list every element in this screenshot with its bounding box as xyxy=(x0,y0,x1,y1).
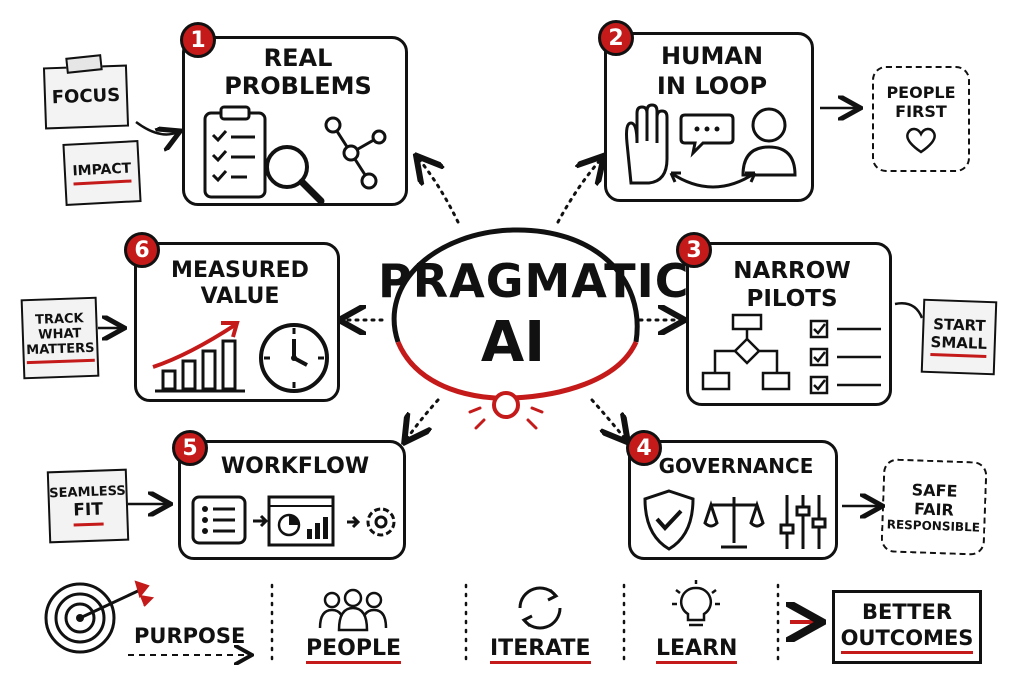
magnifier-icon xyxy=(265,145,325,205)
note-impact-text: IMPACT xyxy=(72,160,132,186)
outcomes-line2: OUTCOMES xyxy=(840,626,974,654)
exchange-arrows-icon xyxy=(669,171,757,189)
step-1-badge: 1 xyxy=(180,22,216,58)
step-3-title-1: NARROW xyxy=(733,258,851,284)
note-start-small: START SMALL xyxy=(920,298,998,376)
raised-hand-icon xyxy=(625,103,669,185)
step-real-problems: REAL PROBLEMS xyxy=(182,36,408,206)
step-5-title-1: WORKFLOW xyxy=(220,454,370,479)
better-outcomes-box: BETTER OUTCOMES xyxy=(832,590,982,664)
step-3-title-2: PILOTS xyxy=(746,286,838,312)
step-1-title-1: REAL xyxy=(263,44,333,72)
center-title-line1: PRAGMATIC xyxy=(378,254,690,308)
step-6-title-2: VALUE xyxy=(200,284,280,309)
lightbulb-icon xyxy=(672,580,720,627)
note-focus-text: FOCUS xyxy=(51,84,121,108)
step-4-badge: 4 xyxy=(626,430,662,466)
people-first-line2: FIRST xyxy=(895,102,947,121)
note-safe-fair-responsible: SAFE FAIR RESPONSIBLE xyxy=(880,458,988,556)
center-title-line2: AI xyxy=(480,310,546,375)
scales-icon xyxy=(703,497,765,549)
heart-icon xyxy=(906,127,936,154)
flowchart-icon xyxy=(701,313,791,391)
gear-icon xyxy=(347,507,396,537)
center-hub: PRAGMATIC AI xyxy=(378,222,690,430)
list-icon xyxy=(191,495,247,545)
network-nodes-icon xyxy=(324,116,387,190)
clock-icon xyxy=(259,323,329,393)
people-group-icon xyxy=(318,588,388,632)
learn-label: LEARN xyxy=(656,636,738,664)
safe-line3: RESPONSIBLE xyxy=(886,517,981,535)
people-label: PEOPLE xyxy=(306,636,402,664)
note-seamless-fit: SEAMLESS FIT xyxy=(46,468,130,544)
iterate-label: ITERATE xyxy=(490,636,591,664)
note-people-first: PEOPLE FIRST xyxy=(872,66,970,172)
safe-line1: SAFE xyxy=(911,479,958,501)
dashboard-icon xyxy=(253,495,335,547)
step-measured-value: MEASURED VALUE xyxy=(134,242,340,402)
safe-line2: FAIR xyxy=(913,499,955,520)
step-6-badge: 6 xyxy=(124,232,160,268)
cycle-arrows-icon xyxy=(518,586,562,630)
step-4-title-1: GOVERNANCE xyxy=(658,454,814,478)
sliders-icon xyxy=(779,495,827,549)
step-1-title-2: PROBLEMS xyxy=(224,72,372,100)
step-human-in-loop: HUMAN IN LOOP xyxy=(604,32,814,202)
purpose-label: PURPOSE xyxy=(134,624,246,648)
person-icon xyxy=(741,107,797,177)
step-3-badge: 3 xyxy=(676,232,712,268)
step-5-badge: 5 xyxy=(172,430,208,466)
step-2-title-2: IN LOOP xyxy=(656,72,768,100)
note-focus: FOCUS xyxy=(42,64,130,130)
step-narrow-pilots: NARROW PILOTS xyxy=(686,242,892,406)
outcomes-line1: BETTER xyxy=(862,600,952,625)
speech-bubble-icon xyxy=(679,113,735,158)
checklist-icon xyxy=(809,319,881,395)
seamless-line2: FIT xyxy=(73,500,104,527)
growth-chart-icon xyxy=(152,321,245,393)
track-line3: MATTERS xyxy=(26,341,95,365)
target-icon xyxy=(44,580,155,654)
step-2-badge: 2 xyxy=(598,20,634,56)
step-governance: GOVERNANCE xyxy=(628,440,838,560)
people-first-line1: PEOPLE xyxy=(886,82,956,102)
shield-check-icon xyxy=(643,489,695,551)
start-line2: SMALL xyxy=(930,333,987,358)
note-track-what-matters: TRACK WHAT MATTERS xyxy=(20,296,100,380)
clipboard-checklist-icon xyxy=(203,105,267,199)
note-impact: IMPACT xyxy=(62,140,142,206)
step-6-title-1: MEASURED xyxy=(171,258,309,283)
step-workflow: WORKFLOW xyxy=(178,440,406,560)
step-2-title-1: HUMAN xyxy=(660,42,764,70)
